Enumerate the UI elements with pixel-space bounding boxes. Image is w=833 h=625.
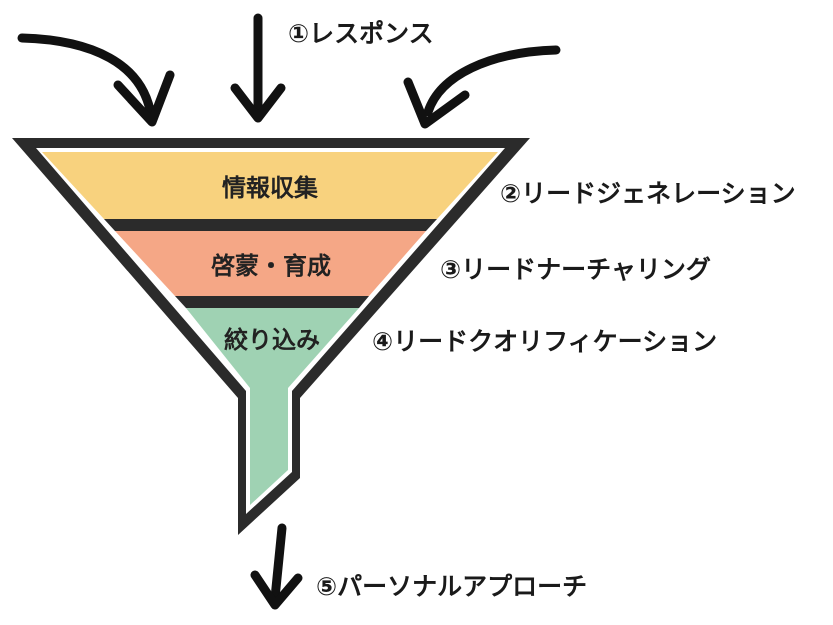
funnel-divider <box>104 219 437 231</box>
funnel-band-nurturing <box>115 231 426 296</box>
step-label-personal-approach: ⑤パーソナルアプローチ <box>316 572 587 601</box>
band-label-info-gathering: 情報収集 <box>222 174 319 202</box>
step-label-lead-qualification: ④リードクオリフィケーション <box>372 327 717 356</box>
arrow-right-icon <box>423 45 561 117</box>
funnel-band-info-gathering <box>42 152 498 219</box>
arrow-left-head-icon <box>113 70 175 127</box>
step-label-lead-generation: ②リードジェネレーション <box>500 179 796 208</box>
step-label-lead-nurturing: ③リードナーチャリング <box>440 255 711 284</box>
incoming-arrows <box>17 13 561 129</box>
band-label-qualification: 絞り込み <box>224 326 320 354</box>
arrow-down-head-icon <box>250 570 303 610</box>
arrow-center-head-icon <box>230 83 286 123</box>
funnel: 情報収集 啓蒙・育成 絞り込み <box>12 138 530 535</box>
arrow-left-icon <box>17 33 155 115</box>
funnel-divider <box>175 296 369 308</box>
band-label-nurturing: 啓蒙・育成 <box>211 252 331 280</box>
funnel-band-qualification <box>186 308 359 505</box>
arrow-right-head-icon <box>403 77 470 129</box>
outgoing-arrow <box>250 523 303 610</box>
step-label-response: ①レスポンス <box>288 19 434 48</box>
arrow-down-icon <box>270 523 287 603</box>
